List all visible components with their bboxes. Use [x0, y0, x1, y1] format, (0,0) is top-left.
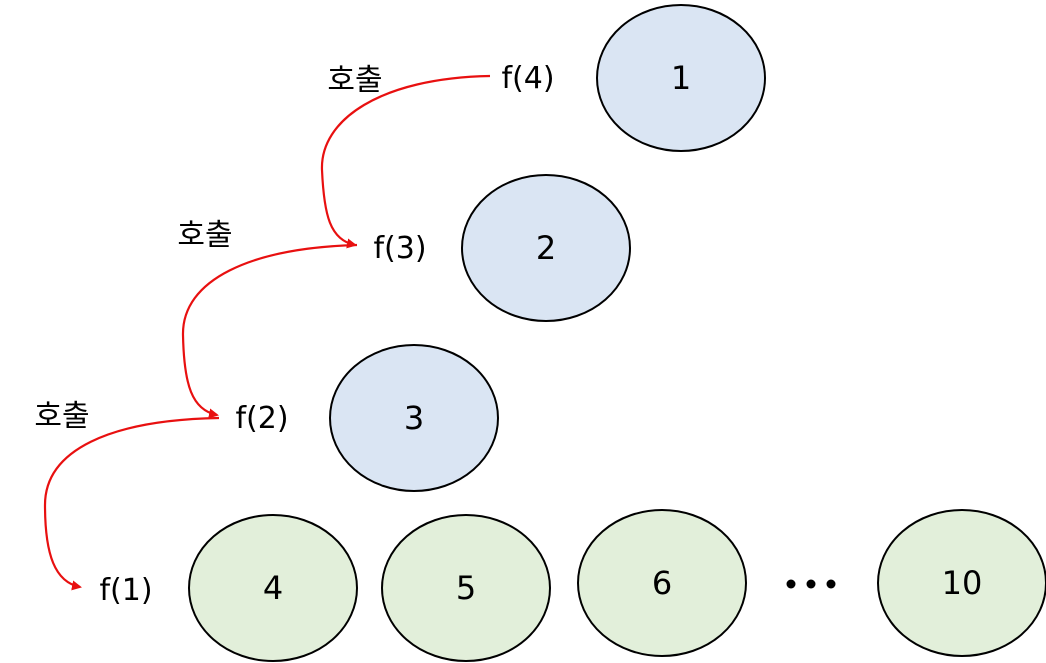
call-label-3: 호출 — [34, 399, 89, 434]
call-label-1: 호출 — [327, 63, 382, 98]
base-node-6-value: 6 — [652, 564, 672, 602]
base-node-4: 4 — [188, 514, 358, 662]
function-label-f4: f(4) — [501, 61, 554, 96]
ellipsis-dot-2 — [806, 579, 816, 589]
function-label-f2: f(2) — [235, 401, 288, 436]
recursion-node-2: 2 — [461, 174, 631, 322]
function-label-f1: f(1) — [99, 573, 152, 608]
ellipsis-dots — [786, 579, 836, 589]
call-arrow-f3-to-f2 — [181, 243, 358, 419]
base-node-10: 10 — [877, 509, 1046, 657]
base-node-6: 6 — [577, 509, 747, 657]
function-label-f3: f(3) — [373, 231, 426, 266]
base-node-5-value: 5 — [456, 569, 476, 607]
ellipsis-dot-3 — [826, 579, 836, 589]
recursion-node-3-value: 3 — [404, 399, 424, 437]
recursion-node-1: 1 — [596, 4, 766, 152]
ellipsis-dot-1 — [786, 579, 796, 589]
base-node-10-value: 10 — [942, 564, 983, 602]
call-label-2: 호출 — [177, 218, 232, 253]
recursion-node-1-value: 1 — [671, 59, 691, 97]
call-arrow-f2-to-f1 — [43, 416, 220, 591]
recursion-node-3: 3 — [329, 344, 499, 492]
recursion-node-2-value: 2 — [536, 229, 556, 267]
base-node-4-value: 4 — [263, 569, 283, 607]
call-arrow-f4-to-f3 — [320, 74, 491, 249]
base-node-5: 5 — [381, 514, 551, 662]
